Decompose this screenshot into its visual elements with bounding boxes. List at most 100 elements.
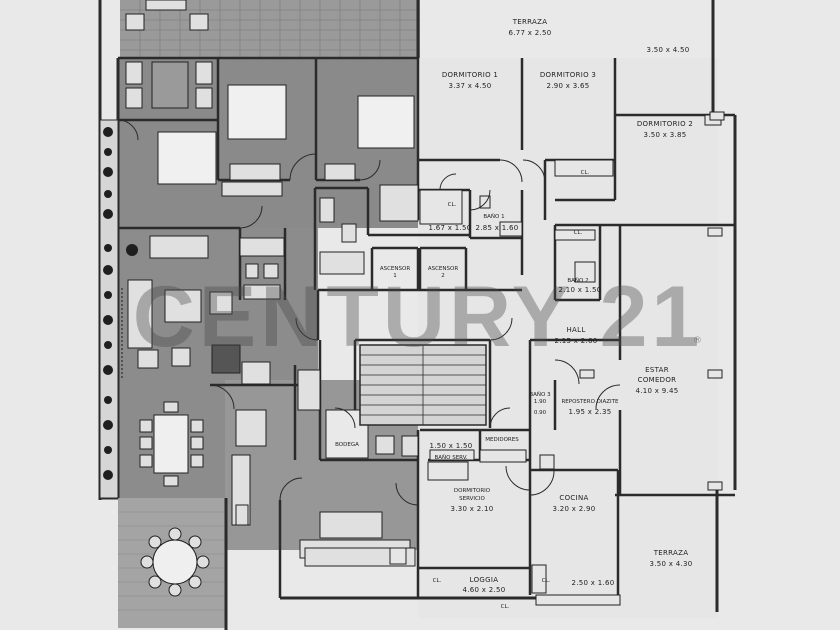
sink xyxy=(263,263,279,279)
watermark: CENTURY 21 ® xyxy=(133,269,704,365)
armchair xyxy=(209,291,233,315)
room-labels: TERRAZA 6.77 x 2.50 3.50 x 4.50 DORMITOR… xyxy=(335,18,693,610)
window-mark xyxy=(579,369,595,379)
dims-repostero: 1.95 x 2.35 xyxy=(568,408,611,416)
label-comedor: COMEDOR xyxy=(638,376,677,384)
dims-bano-3-b: 0.90 xyxy=(534,410,547,416)
round-chair xyxy=(188,575,202,589)
round-chair xyxy=(148,535,162,549)
window-mark xyxy=(707,227,723,237)
furniture-left xyxy=(125,0,419,597)
toilet xyxy=(479,195,491,209)
watermark-brand: CENTURY 21 xyxy=(133,269,704,365)
dining-chair xyxy=(139,436,153,450)
label-closet-c: CL. xyxy=(574,230,583,236)
dining-chair xyxy=(190,454,204,468)
label-bano-serv: BAÑO SERV. xyxy=(434,454,467,461)
armchair xyxy=(137,349,159,369)
dining-table xyxy=(153,414,189,474)
label-closet-a: CL. xyxy=(448,202,457,208)
counter-row xyxy=(304,547,416,567)
label-estar: ESTAR xyxy=(645,366,669,374)
planter-strip xyxy=(99,119,138,499)
kitchen-counter xyxy=(531,564,547,594)
label-servicio: SERVICIO xyxy=(459,496,485,502)
terrace-chair xyxy=(195,61,213,85)
label-closet-f: CL. xyxy=(501,604,510,610)
wardrobe xyxy=(324,163,356,181)
dims-bano-1: 2.85 x 1.60 xyxy=(475,224,518,232)
laundry xyxy=(319,511,383,539)
kitchen-counter xyxy=(479,449,527,463)
label-closet-b: CL. xyxy=(581,170,590,176)
label-dormitorio-3: DORMITORIO 3 xyxy=(540,71,596,79)
wardrobe xyxy=(554,159,614,177)
label-terraza-top: TERRAZA xyxy=(512,18,548,26)
dining-chair xyxy=(163,475,179,487)
num-ascensor-1: 1 xyxy=(393,273,397,279)
watermark-registered-mark: ® xyxy=(693,336,702,346)
light-unit-right xyxy=(418,58,718,618)
bed xyxy=(157,131,217,185)
label-ascensor-2: ASCENSOR xyxy=(428,266,459,272)
dims-terraza-bottom: 3.50 x 4.30 xyxy=(649,560,692,568)
window-mark xyxy=(709,111,725,121)
wardrobe xyxy=(221,181,283,197)
bath-fixture xyxy=(554,229,596,241)
window-mark xyxy=(707,369,723,379)
sink xyxy=(319,197,335,223)
stove xyxy=(235,504,249,526)
kitchen-counter xyxy=(241,361,271,385)
dims-dormitorio-2: 3.50 x 3.85 xyxy=(643,131,686,139)
sink xyxy=(401,435,419,457)
toilet-b xyxy=(243,284,281,300)
dims-bano-2: 2.10 x 1.50 xyxy=(558,286,601,294)
dining-chair xyxy=(190,436,204,450)
dims-estar: 4.10 x 9.45 xyxy=(635,387,678,395)
vanity xyxy=(499,221,523,237)
dotted-lines xyxy=(120,227,230,380)
dining-chair xyxy=(190,419,204,433)
round-chair xyxy=(168,583,182,597)
label-terraza-bottom: TERRAZA xyxy=(653,549,689,557)
terrace-chair xyxy=(125,87,143,109)
dims-cocina: 3.20 x 2.90 xyxy=(552,505,595,513)
bathtub xyxy=(319,251,365,275)
label-repostero: REPOSTERO DIAZITE xyxy=(561,399,619,405)
dims-hall: 2.15 x 2.60 xyxy=(554,337,597,345)
terrace-texture xyxy=(120,0,420,58)
terrace-table xyxy=(145,0,187,11)
dims-terraza-right: 3.50 x 4.50 xyxy=(646,46,689,54)
bath-fixture xyxy=(574,261,596,283)
dims-closet-a: 1.67 x 1.50 xyxy=(428,224,471,232)
wardrobe xyxy=(229,163,281,181)
dims-dormitorio-3: 2.90 x 3.65 xyxy=(546,82,589,90)
sofa xyxy=(127,279,153,349)
kitchen-counter xyxy=(539,454,555,470)
label-cocina: COCINA xyxy=(559,494,588,502)
window-mark xyxy=(707,481,723,491)
label-dormitorio-servicio: DORMITORIO xyxy=(454,488,491,494)
label-ascensor-1: ASCENSOR xyxy=(380,266,411,272)
counter xyxy=(535,594,621,606)
bathtub xyxy=(239,237,285,257)
bed xyxy=(357,95,415,149)
dims-bano-3-a: 1.90 xyxy=(534,399,547,405)
dims-small-room: 2.50 x 1.60 xyxy=(571,579,614,587)
door-swings xyxy=(117,119,621,506)
round-chair xyxy=(188,535,202,549)
bed xyxy=(227,84,287,140)
stove xyxy=(389,547,407,565)
label-bodega: BODEGA xyxy=(335,442,359,448)
sofa xyxy=(149,235,209,259)
label-bano-3: BAÑO 3 xyxy=(529,391,551,398)
label-hall: HALL xyxy=(566,326,585,334)
dining-chair xyxy=(163,401,179,413)
closet xyxy=(419,189,463,225)
round-chair xyxy=(168,527,182,541)
label-dormitorio-1: DORMITORIO 1 xyxy=(442,71,498,79)
label-bano-2: BAÑO 2 xyxy=(567,277,588,284)
label-medidores: MEDIDORES xyxy=(485,437,519,443)
terrace-chair xyxy=(125,13,145,31)
